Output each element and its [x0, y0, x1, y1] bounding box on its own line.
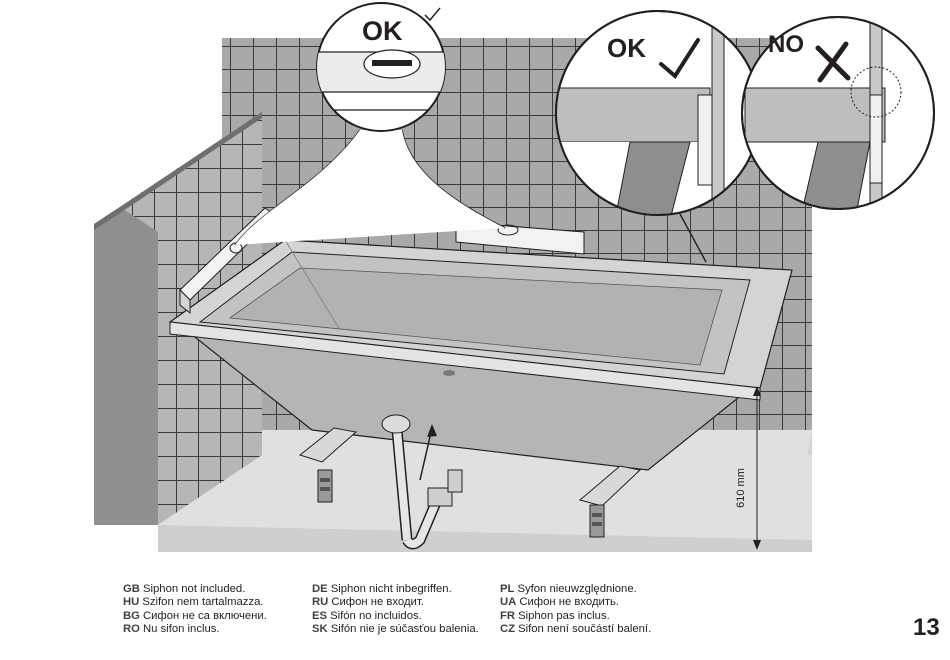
callout-tail-right	[679, 213, 707, 263]
check-icon	[659, 38, 700, 80]
callout-no: NO	[768, 31, 804, 58]
detail-circle-ok: OK	[555, 10, 761, 216]
detail-circle-top: OK	[316, 2, 446, 132]
check-icon	[424, 7, 441, 22]
siphon	[381, 414, 463, 550]
bathtub	[168, 239, 793, 471]
callout-ok-top: OK	[362, 16, 403, 46]
height-dimension: 610 mm	[735, 386, 761, 550]
dimension-label: 610 mm	[735, 468, 747, 508]
cross-icon	[815, 41, 851, 83]
callout-ok: OK	[607, 33, 646, 63]
side-wall	[94, 112, 812, 552]
tub-legs	[298, 427, 642, 538]
detail-circle-no: NO	[741, 16, 935, 210]
installation-illustration: 610 mm OK OK	[94, 2, 935, 552]
page-number: 13	[913, 614, 940, 641]
